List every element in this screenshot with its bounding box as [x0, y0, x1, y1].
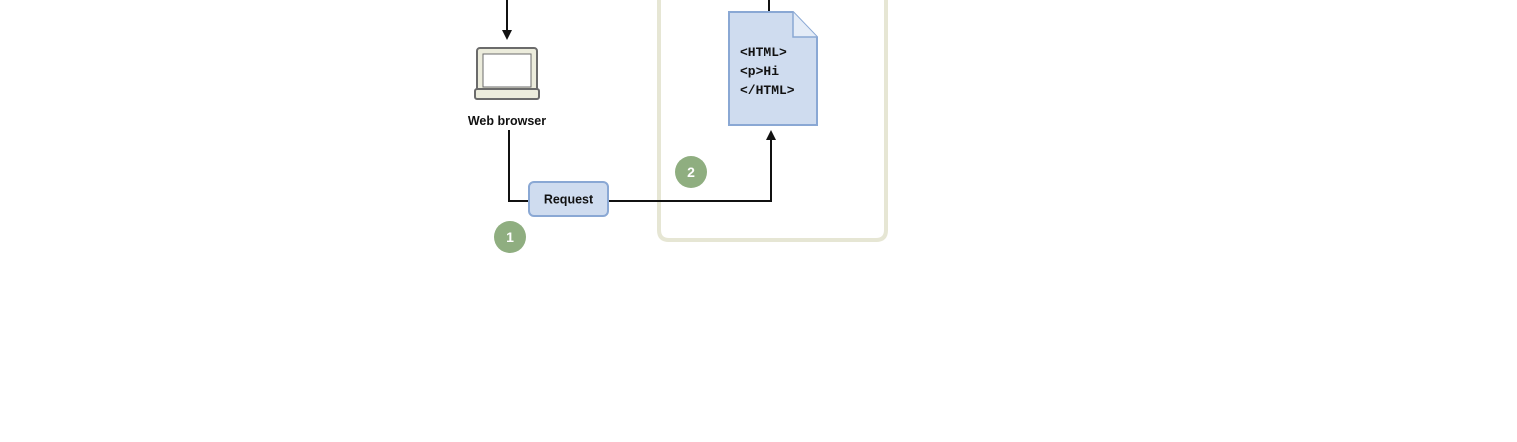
step-badge-1: 1	[494, 221, 526, 253]
request-path	[508, 130, 529, 202]
laptop-icon	[474, 47, 540, 100]
step-badge-1-label: 1	[506, 229, 514, 245]
request-arrow	[608, 130, 776, 202]
step-badge-2: 2	[675, 156, 707, 188]
web-browser-label: Web browser	[468, 114, 546, 128]
request-label: Request	[544, 193, 594, 207]
web-server-container	[657, 0, 888, 242]
document-line-3: </HTML>	[740, 83, 795, 98]
document-line-2: <p>Hi	[740, 64, 779, 79]
step-badge-2-label: 2	[687, 164, 695, 180]
html-document-icon: <HTML> <p>Hi </HTML>	[728, 11, 818, 126]
request-box: Request	[528, 181, 609, 217]
document-line-1: <HTML>	[740, 45, 787, 60]
